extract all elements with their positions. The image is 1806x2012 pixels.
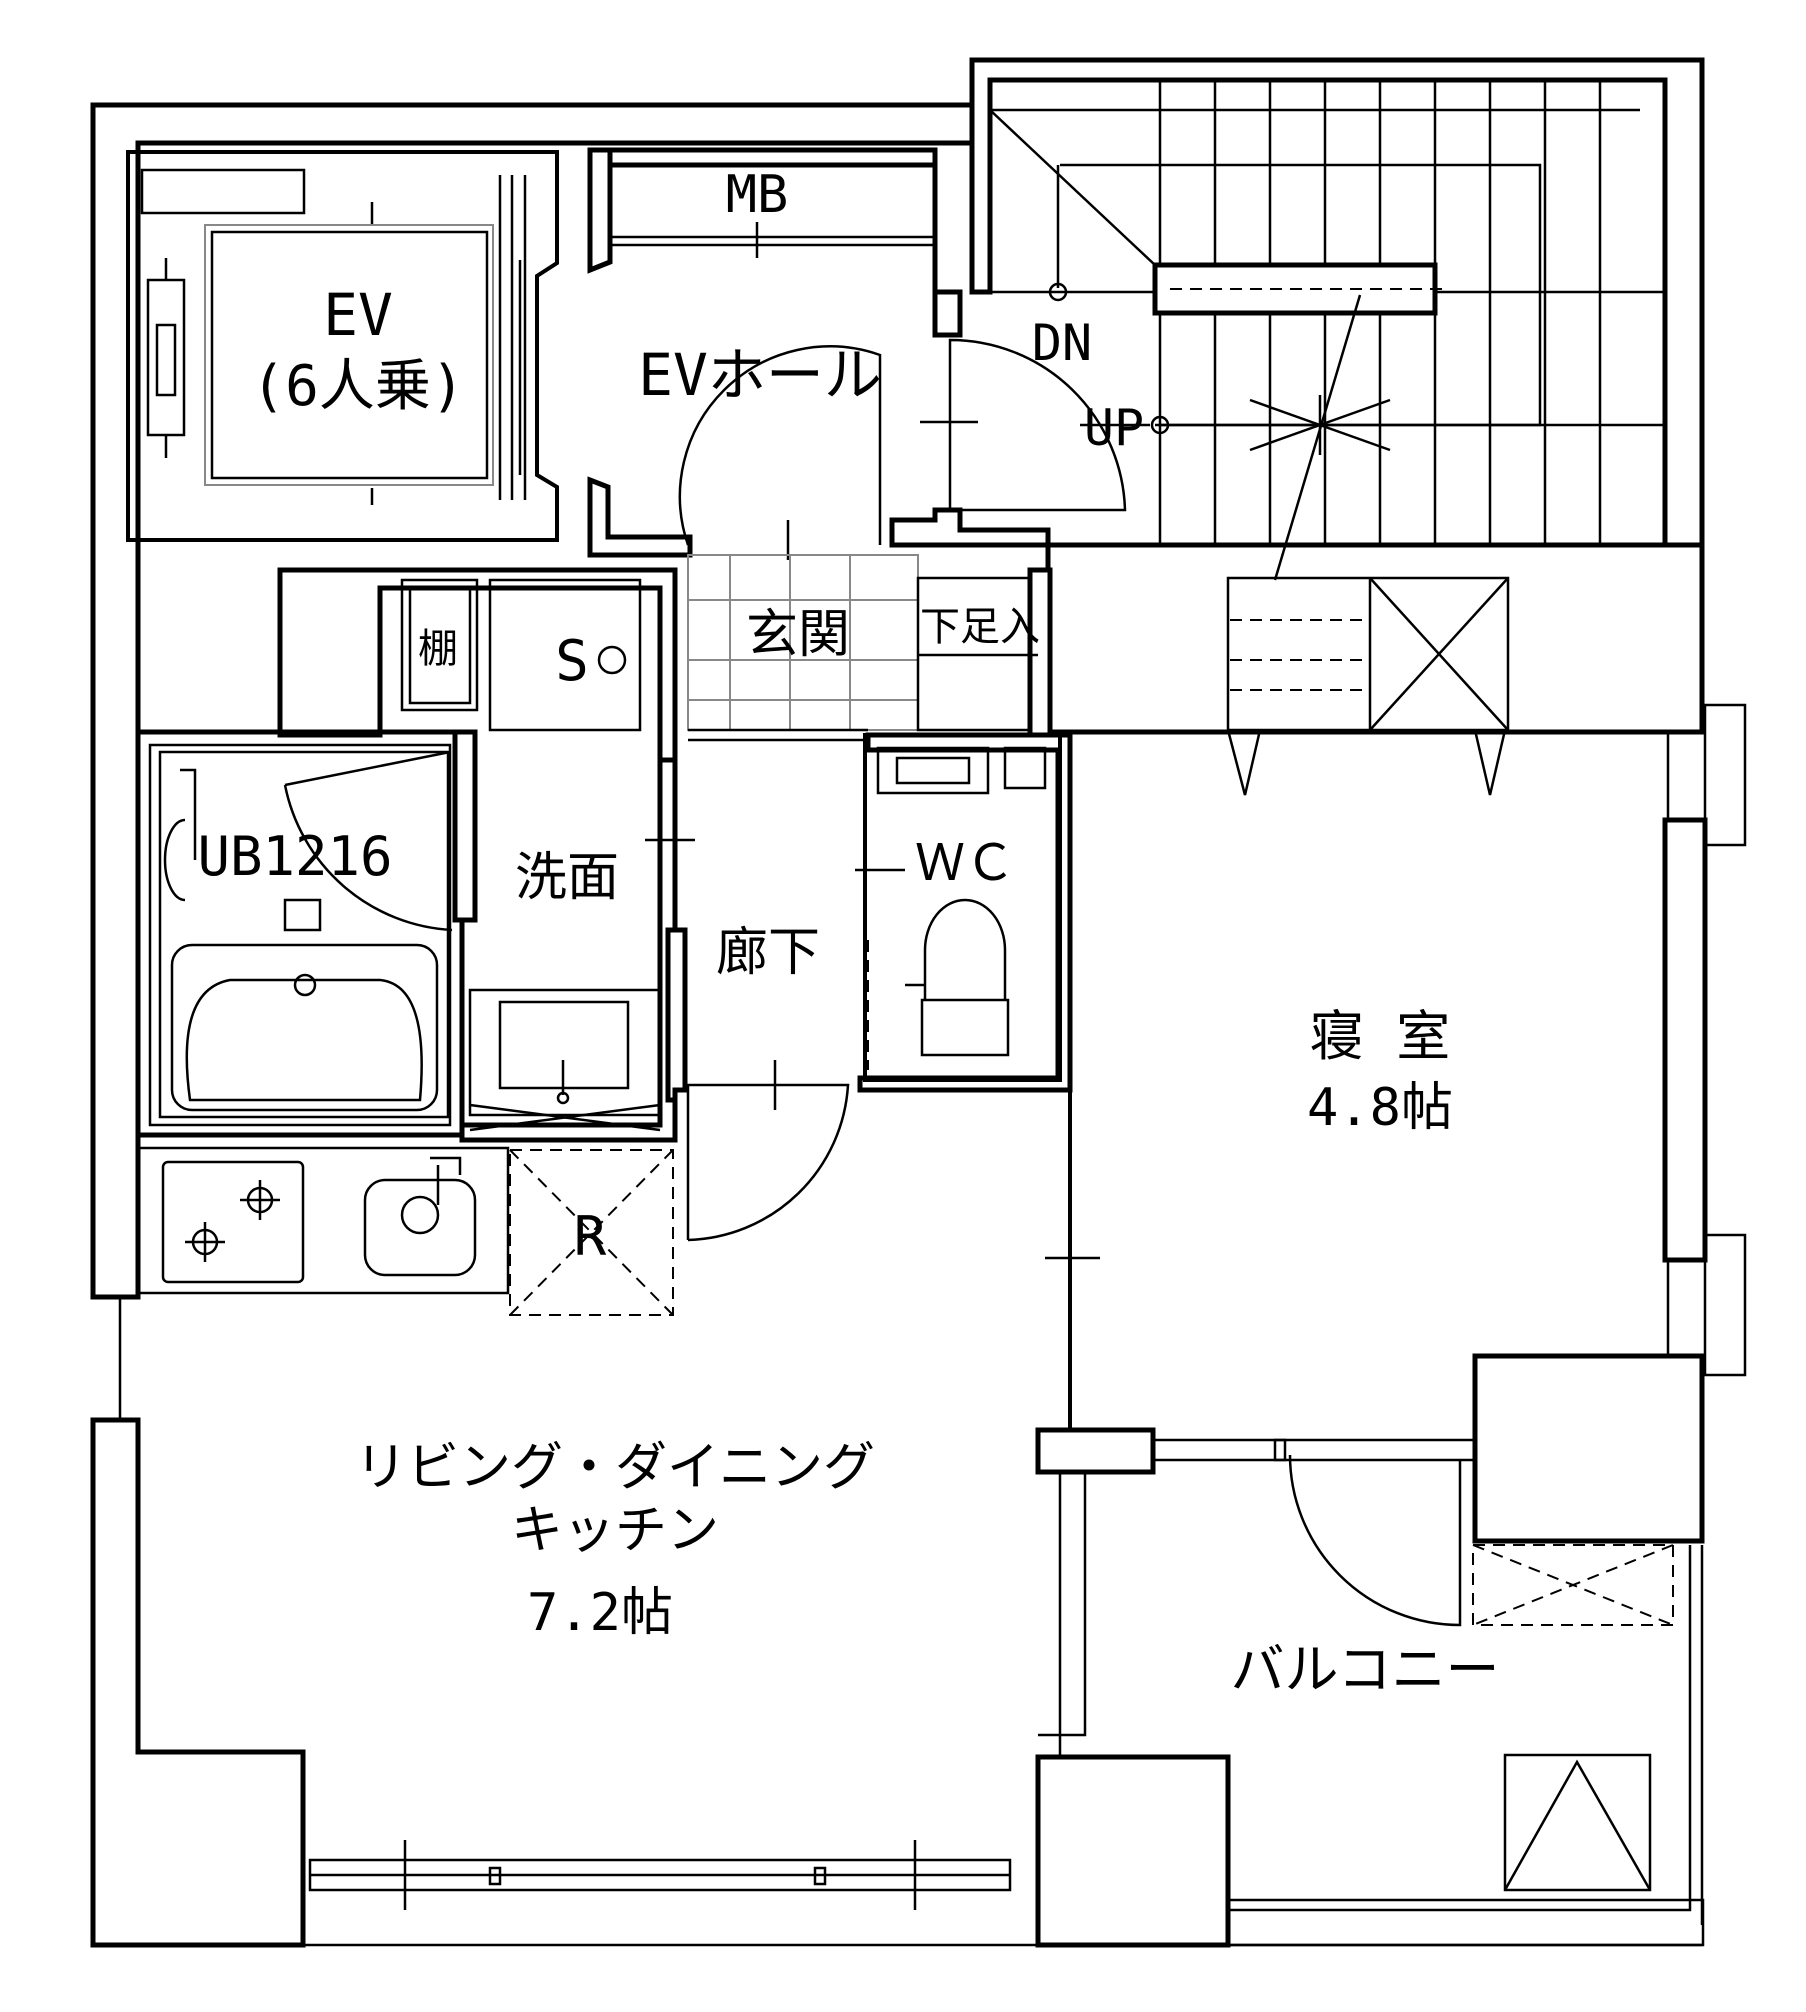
washroom: 洗面 [452, 729, 695, 1143]
wc-label: ＷＣ [915, 834, 1015, 892]
fridge-label: R [574, 1205, 607, 1268]
genkan-tiles [687, 554, 919, 731]
s-label: S [555, 629, 589, 694]
stair-dn-label: DN [1032, 314, 1092, 372]
east-window-frame-1 [1662, 817, 1708, 1263]
ldk-label-line1: リビング・ダイニング [355, 1438, 875, 1498]
ub-label: UB1216 [197, 825, 392, 888]
washroom-wall-right [459, 757, 678, 1143]
stair-door-jamb-2 [889, 507, 1051, 548]
bedroom-label: 寝 室 [1310, 1005, 1451, 1068]
stair: DN UP [889, 80, 1665, 581]
ev-cab-inner [210, 230, 489, 480]
balcony: バルコニー [1038, 1438, 1705, 1947]
wc: ＷＣ [855, 732, 1073, 1093]
balcony-door-swing [1288, 1454, 1462, 1627]
balcony-beam [1035, 1427, 1156, 1475]
ev-hall-area: MB EVホール [587, 147, 935, 560]
hall-wall-south [587, 476, 693, 558]
entrance-area: 棚 S 玄関 下足入 [277, 554, 1053, 763]
ev-rail [155, 323, 177, 397]
stair-wall [969, 57, 1705, 548]
bedroom-size-label: 4.8帖 [1307, 1078, 1453, 1138]
corridor: 廊下 [665, 923, 850, 1242]
ev-counterweight [146, 278, 186, 437]
bath-door-swing [283, 750, 453, 932]
bedroom-closet [1226, 576, 1510, 796]
stove [161, 1160, 305, 1284]
stair-door-swing [948, 338, 1127, 512]
stair-up-label: UP [1084, 399, 1144, 457]
balcony-label: バルコニー [1231, 1638, 1500, 1701]
east-wall-upper [1045, 542, 1705, 735]
outer-walls [90, 57, 1708, 1948]
closet-wall [277, 567, 678, 763]
corridor-label: 廊下 [716, 923, 820, 983]
ev-cab [204, 224, 494, 486]
kitchen-counter [136, 1146, 510, 1295]
fridge-space [509, 1149, 674, 1316]
evacuation-hatch [1503, 1753, 1652, 1892]
ev-hall-label: EVホール [638, 341, 882, 409]
vanity [468, 988, 662, 1117]
mb-label: MB [726, 165, 789, 225]
ev-capacity-label: (6人乗) [251, 354, 464, 419]
corridor-door-swing [686, 1083, 850, 1242]
bedroom: 寝 室 4.8帖 [1045, 703, 1747, 1430]
living-dining-kitchen: リビング・ダイニング キッチン 7.2帖 [93, 1297, 1702, 1947]
sink [363, 1178, 477, 1277]
unit-bath: UB1216 [135, 729, 473, 1138]
burner-icon [185, 1180, 280, 1262]
west-wall-lower [90, 1417, 306, 1948]
s-drain [597, 645, 627, 675]
ldk-label-line2: キッチン [511, 1501, 719, 1561]
bathtub [170, 943, 439, 1112]
shelf [400, 578, 479, 712]
washroom-wall-left [452, 729, 478, 923]
balcony-pillar [1035, 1754, 1231, 1948]
ldk-size-label: 7.2帖 [527, 1583, 673, 1643]
ldk-window [308, 1840, 1012, 1910]
shoe-box-label: 下足入 [920, 604, 1040, 650]
washroom-label: 洗面 [515, 848, 619, 908]
ev-shaft [126, 150, 559, 542]
balcony-unit [1472, 1544, 1674, 1626]
kitchen: R [136, 1146, 674, 1316]
mb-wall [587, 147, 613, 274]
stair-door-jamb [932, 289, 963, 338]
ev-panel [140, 168, 306, 215]
toilet [923, 898, 1007, 1000]
ev-label: EV [323, 281, 393, 349]
elevator: EV (6人乗) [126, 150, 559, 542]
shelf-label: 棚 [418, 626, 458, 672]
genkan-label: 玄関 [746, 605, 850, 665]
storage-s [488, 578, 642, 732]
hall-door-swing [678, 345, 882, 546]
east-pillar [1472, 1353, 1705, 1544]
